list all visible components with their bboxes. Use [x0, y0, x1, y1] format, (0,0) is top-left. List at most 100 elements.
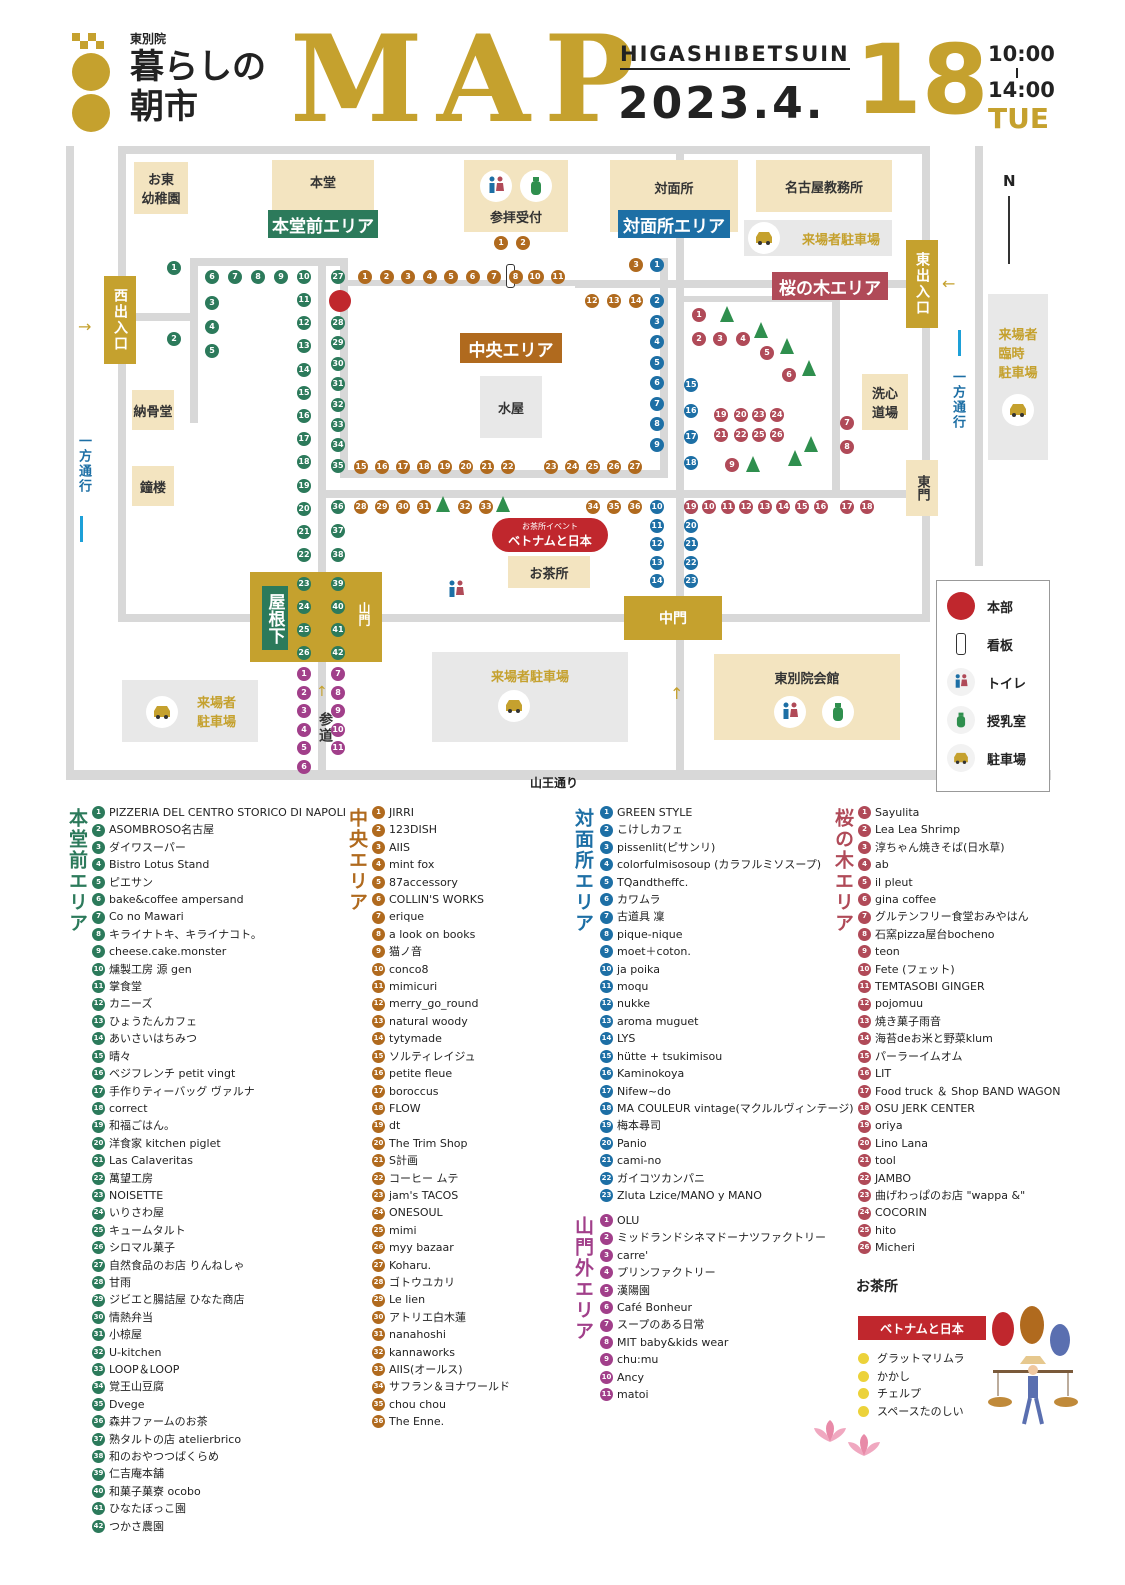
vendor-name: Panio [617, 1136, 647, 1150]
vendor-name: 漢陽園 [617, 1283, 650, 1297]
event-bubble: お茶所イベント ベトナムと日本 [492, 518, 608, 552]
vendor-name: 燻製工房 源 gen [109, 962, 192, 976]
booth-number: 2 [372, 823, 385, 837]
ochasho-item: かかし [858, 1368, 964, 1386]
booth-marker: 10 [528, 270, 542, 284]
car-icon [498, 690, 530, 722]
toilet-icon [480, 170, 512, 202]
booth-number: 1 [600, 1214, 613, 1228]
booth-number: 7 [600, 1318, 613, 1332]
area-hondo-mae: 本堂前エリア [268, 210, 378, 238]
booth-marker: 4 [650, 335, 664, 349]
car-icon [947, 744, 975, 772]
booth-marker: 24 [770, 408, 784, 422]
booth-number: 1 [858, 806, 871, 820]
vendor-name: conco8 [389, 962, 429, 976]
vendor-name: ミッドランドシネマドーナツファクトリー [617, 1231, 826, 1245]
vendor-name: S計画 [389, 1154, 418, 1168]
vendor-name: スープのある日常 [617, 1318, 705, 1332]
booth-marker: 8 [251, 270, 265, 284]
booth-marker: 16 [684, 404, 698, 418]
booth-marker: 16 [297, 409, 311, 423]
booth-number: 18 [858, 1102, 871, 1116]
booth-number: 5 [372, 875, 385, 889]
vendor-name: アトリエ白木蓮 [389, 1310, 466, 1324]
building-kaikan: 東別院会館 [714, 654, 900, 740]
booth-marker: 4 [297, 722, 311, 737]
vendor-name: PIZZERIA DEL CENTRO STORICO DI NAPOLI [109, 806, 346, 819]
booth-number: 8 [92, 928, 105, 942]
booth-marker: 23 [297, 577, 311, 591]
booth-marker: 19 [297, 478, 311, 493]
booth-number: 2 [858, 823, 871, 837]
legend-label: 看板 [987, 638, 1014, 654]
vendor-name: nukke [617, 997, 651, 1011]
booth-marker: 21 [297, 525, 311, 539]
booth-marker: 20 [684, 518, 698, 533]
building-senshin: 洗心 道場 [862, 374, 908, 430]
booth-number: 9 [92, 945, 105, 959]
booth-number: 6 [600, 1301, 613, 1315]
vendor-name: ダイワスーパー [109, 840, 186, 854]
booth-number: 21 [858, 1154, 871, 1168]
arrow-icon: → [78, 317, 92, 336]
booth-number: 5 [600, 875, 613, 889]
vendor-name: Dvege [109, 1397, 145, 1411]
vendor-name: natural woody [389, 1014, 468, 1028]
booth-number: 32 [372, 1345, 385, 1359]
vendor-name: Sayulita [875, 806, 920, 819]
legend: 本部 看板 トイレ 授乳室 駐車場 [936, 580, 1050, 792]
booth-marker: 8 [331, 685, 345, 700]
vendor-name: グルテンフリー食堂おみやはん [875, 910, 1029, 924]
booth-marker: 31 [417, 500, 431, 514]
booth-marker: 1 [494, 236, 508, 250]
tree-icon [746, 456, 760, 472]
toilet-icon [440, 574, 472, 606]
booth-marker: 17 [684, 430, 698, 444]
booth-marker: 3 [401, 270, 415, 284]
booth-marker: 28 [331, 316, 345, 330]
vendor-name: あいさいはちみつ [109, 1032, 197, 1046]
list-title-sanmongai: 山門外エリア [572, 1216, 594, 1342]
vendor-name: matoi [617, 1388, 649, 1402]
booth-number: 4 [92, 858, 105, 872]
booth-number: 21 [372, 1154, 385, 1168]
car-icon [748, 222, 780, 254]
vendor-name: LOOP＆LOOP [109, 1363, 180, 1376]
vendor-name: 萬望工房 [109, 1171, 153, 1185]
tree-icon [720, 306, 734, 322]
vendor-name: ASOMBROSO名古屋 [109, 823, 215, 837]
vendor-name: ベジフレンチ petit vingt [109, 1067, 236, 1081]
booth-marker: 17 [840, 500, 854, 514]
vendor-name: Kaminokoya [617, 1067, 685, 1081]
vendor-name: ja poika [617, 962, 660, 976]
oneway-left: 一方通行 [76, 434, 91, 494]
booth-marker: 2 [297, 685, 311, 700]
logo-dot [72, 53, 110, 91]
booth-number: 28 [372, 1276, 385, 1290]
ochasho-list: グラットマリムラ かかし チェルプ スペースたのしい [858, 1350, 964, 1420]
parking-temp: 来場者 臨時 駐車場 [988, 294, 1048, 460]
north-label: N [1003, 172, 1016, 190]
booth-marker: 18 [860, 500, 874, 514]
